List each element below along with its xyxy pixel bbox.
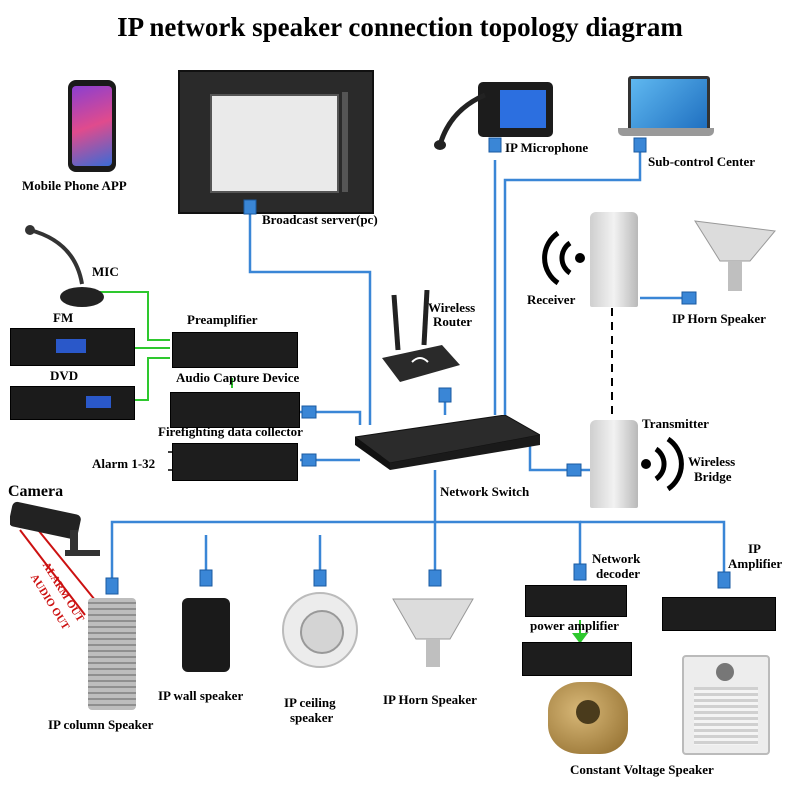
wireless-bridge-label-1: Wireless xyxy=(688,454,736,469)
gooseneck-mic-icon xyxy=(430,90,490,150)
fm-label: FM xyxy=(53,310,74,325)
broadcast-server-device xyxy=(178,70,374,214)
receiver-signal-icon xyxy=(540,228,590,288)
audio-cables xyxy=(100,291,588,644)
network-decoder-device xyxy=(525,585,627,617)
network-decoder-label-1: Network xyxy=(592,551,641,566)
ip-amplifier-label-1: IP xyxy=(748,541,761,556)
receiver-label: Receiver xyxy=(527,292,576,307)
ip-horn-speaker-top-device xyxy=(690,216,780,298)
ip-column-speaker-device xyxy=(88,598,136,710)
wall-box-speaker-device xyxy=(682,655,770,755)
constant-voltage-label: Constant Voltage Speaker xyxy=(570,762,714,777)
receiver-device xyxy=(590,212,638,307)
audio-capture-label: Audio Capture Device xyxy=(176,370,300,385)
laptop-device xyxy=(618,76,714,136)
ip-ceiling-speaker-device xyxy=(282,592,358,668)
power-amplifier-device xyxy=(522,642,632,676)
sub-control-label: Sub-control Center xyxy=(648,154,756,169)
transmitter-device xyxy=(590,420,638,508)
ip-amplifier-label-2: Amplifier xyxy=(728,556,783,571)
camera-device xyxy=(8,500,105,560)
ip-microphone-label: IP Microphone xyxy=(505,140,589,155)
mobile-phone-device xyxy=(68,80,116,172)
ip-wall-speaker-device xyxy=(182,598,230,672)
ip-horn-speaker-bottom-device xyxy=(388,594,478,676)
firefighting-collector-device xyxy=(172,443,298,481)
network-switch-device xyxy=(353,414,542,470)
rock-speaker-device xyxy=(548,682,628,754)
network-cables xyxy=(110,150,726,580)
broadcast-server-label: Broadcast server(pc) xyxy=(262,212,378,227)
camera-output-lines xyxy=(19,519,96,616)
fm-tuner-device xyxy=(10,328,135,366)
ip-microphone-device xyxy=(478,82,553,137)
alarm-label: Alarm 1-32 xyxy=(92,456,156,471)
mobile-app-label: Mobile Phone APP xyxy=(22,178,127,193)
network-decoder-label-2: decoder xyxy=(596,566,641,581)
transmitter-signal-icon xyxy=(636,434,686,494)
camera-label: Camera xyxy=(8,483,64,500)
wireless-router-label-2: Router xyxy=(433,314,472,329)
ip-horn-top-label: IP Horn Speaker xyxy=(672,311,766,326)
ip-wall-label: IP wall speaker xyxy=(158,688,244,703)
wireless-router-label-1: Wireless xyxy=(428,300,476,315)
desk-mic-device xyxy=(20,222,105,310)
ip-ceiling-label-1: IP ceiling xyxy=(284,695,336,710)
preamplifier-label: Preamplifier xyxy=(187,312,258,327)
mic-label: MIC xyxy=(92,264,119,279)
wireless-bridge-label-2: Bridge xyxy=(694,469,732,484)
audio-capture-device xyxy=(170,392,300,428)
ip-horn-bottom-label: IP Horn Speaker xyxy=(383,692,477,707)
firefighting-label: Firefighting data collector xyxy=(158,424,303,439)
ip-ceiling-label-2: speaker xyxy=(290,710,334,725)
dvd-label: DVD xyxy=(50,368,79,383)
ip-amplifier-device xyxy=(662,597,776,631)
ip-column-label: IP column Speaker xyxy=(48,717,154,732)
diagram-title: IP network speaker connection topology d… xyxy=(117,12,683,42)
wireless-router-device xyxy=(382,289,462,390)
dvd-player-device xyxy=(10,386,135,420)
network-switch-label: Network Switch xyxy=(440,484,530,499)
power-amplifier-label: power amplifier xyxy=(530,618,619,633)
transmitter-label: Transmitter xyxy=(642,416,709,431)
preamplifier-device xyxy=(172,332,298,368)
